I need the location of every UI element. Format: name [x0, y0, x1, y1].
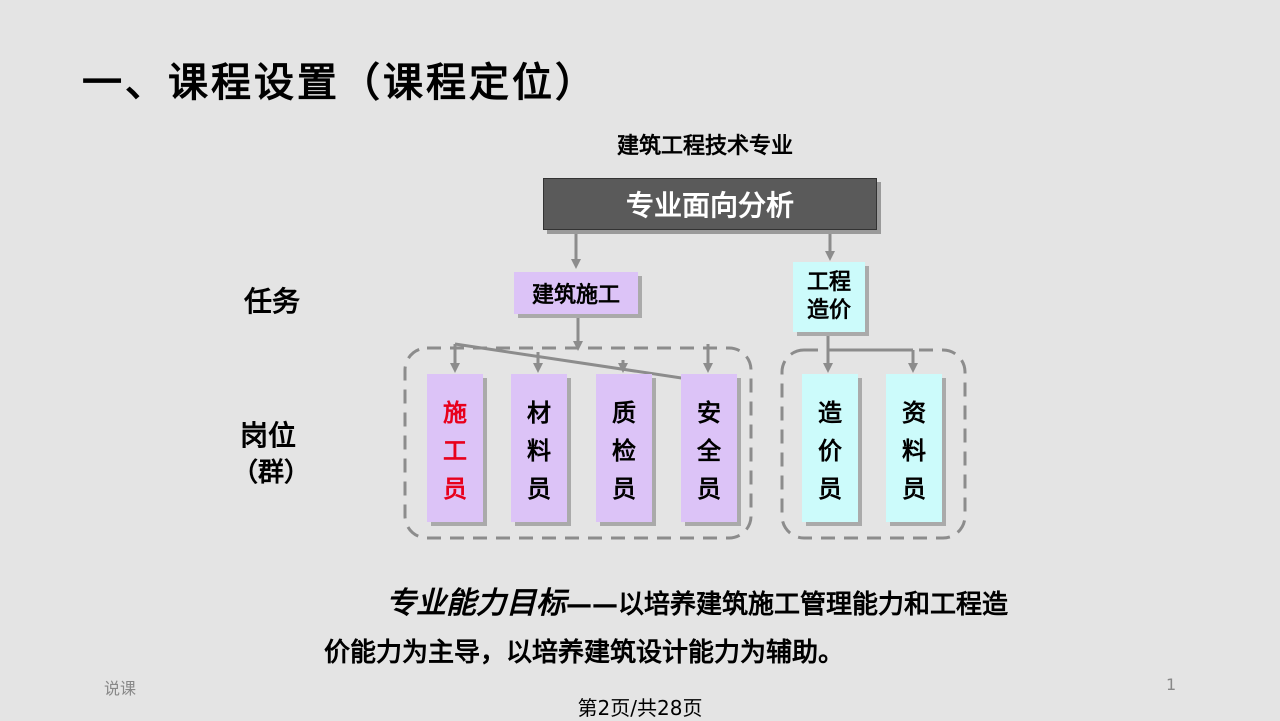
- goal-text-line2: 价能力为主导，以培养建筑设计能力为辅助。: [324, 638, 845, 668]
- position-node-label: 资 料 员: [902, 399, 926, 503]
- goal-statement: 专业能力目标——以培养建筑施工管理能力和工程造: [386, 578, 1008, 622]
- major-name-text: 建筑工程技术专业: [616, 134, 793, 159]
- page-title: 一、课程设置（课程定位）: [82, 60, 598, 106]
- connector-task1-bar: [454, 342, 709, 384]
- position-node-label: 造 价 员: [818, 399, 842, 503]
- row-label-position: 岗位: [240, 419, 297, 452]
- goal-dash: ——: [566, 590, 618, 620]
- position-node-label: 材 料 员: [527, 399, 551, 503]
- footer-label: 说课: [104, 679, 137, 698]
- root-node: 专业面向分析: [543, 178, 877, 230]
- task-node-label: 建筑施工: [531, 283, 620, 308]
- position-node: 造 价 员: [802, 374, 858, 522]
- row-label-task: 任务: [244, 285, 301, 318]
- task-node-cost: 工程 造价: [793, 262, 865, 332]
- position-node: 材 料 员: [511, 374, 567, 522]
- position-node: 质 检 员: [596, 374, 652, 522]
- position-node-label: 安 全 员: [697, 399, 721, 503]
- row-label-group: （群）: [232, 458, 311, 488]
- position-node: 施 工 员: [427, 374, 483, 522]
- major-name: 建筑工程技术专业: [0, 128, 1280, 160]
- root-node-label: 专业面向分析: [625, 189, 794, 222]
- position-node: 资 料 员: [886, 374, 942, 522]
- position-node-label: 质 检 员: [612, 399, 636, 503]
- slide-number: 1: [1166, 675, 1177, 694]
- task-node-label: 工程 造价: [806, 270, 851, 323]
- goal-heading: 专业能力目标: [386, 586, 566, 621]
- position-node: 安 全 员: [681, 374, 737, 522]
- task-node-construction: 建筑施工: [514, 272, 638, 314]
- position-node-label: 施 工 员: [443, 399, 467, 503]
- page-counter: 第2页/共28页: [577, 696, 703, 720]
- goal-text-line1: 以培养建筑施工管理能力和工程造: [618, 590, 1009, 620]
